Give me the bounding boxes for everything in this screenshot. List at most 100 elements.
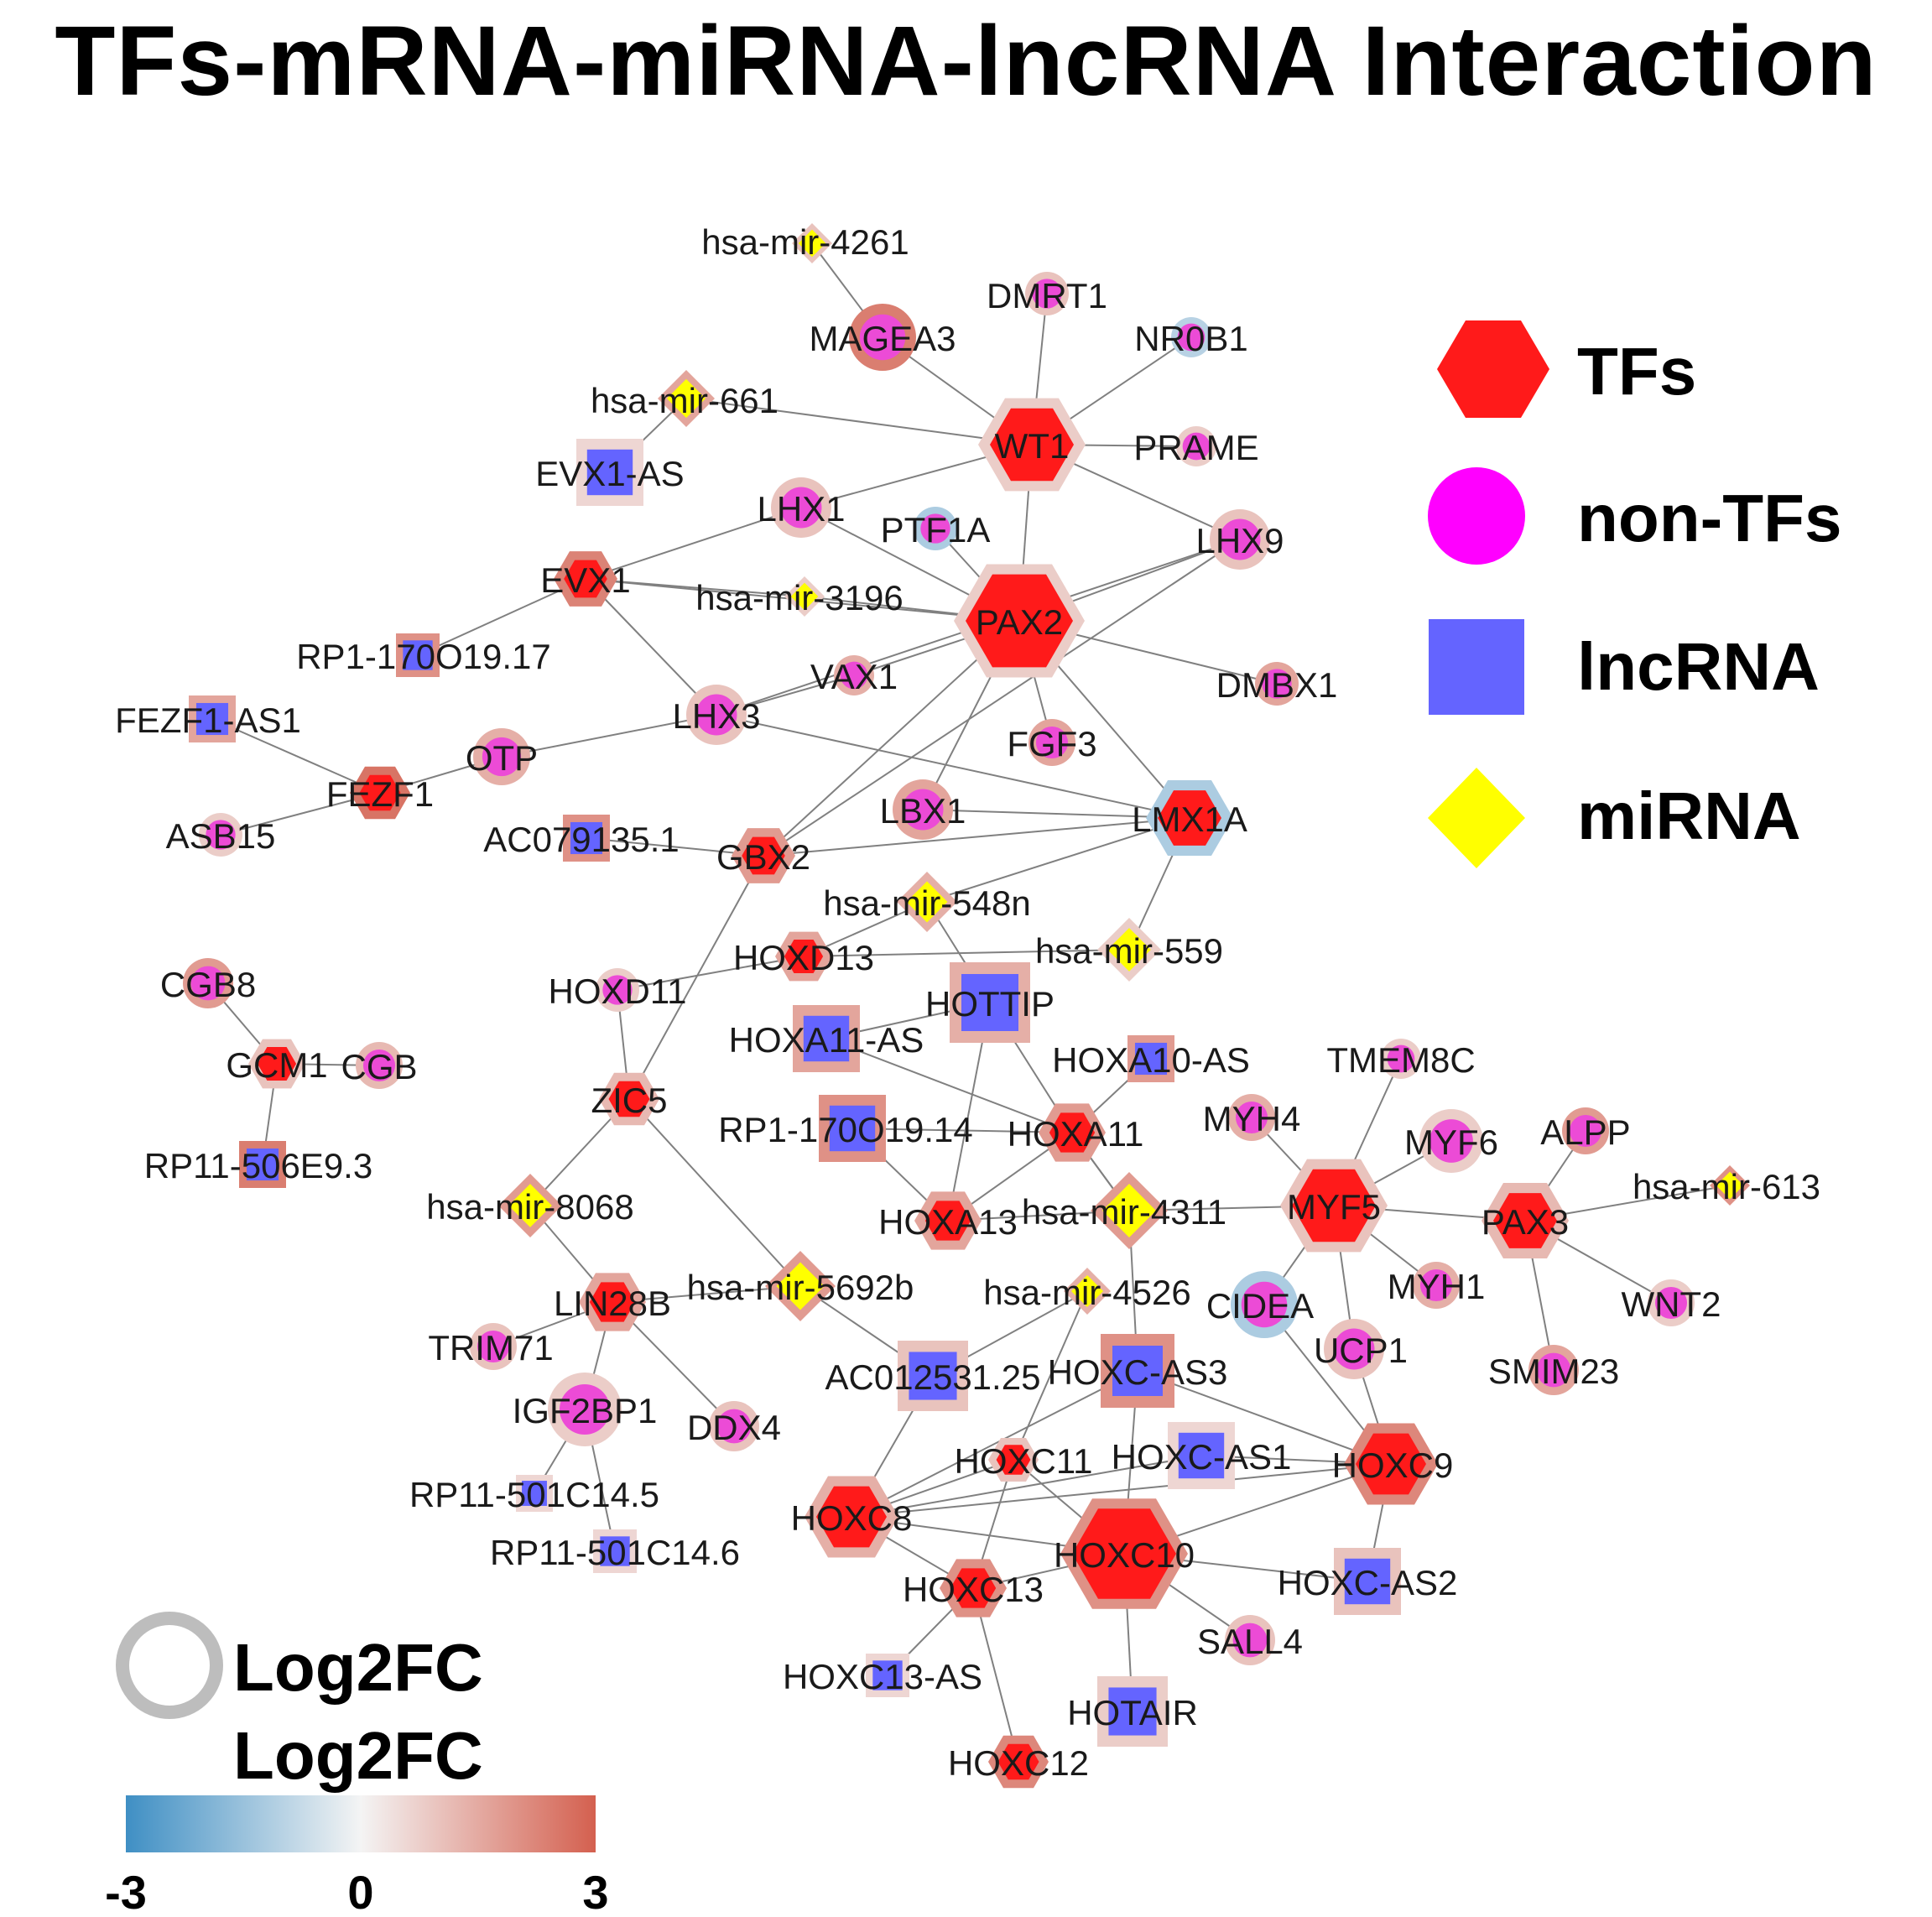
node-label-tmem8c: TMEM8C	[1326, 1040, 1475, 1080]
node-lmx1a: LMX1A	[1132, 780, 1247, 856]
edge-lhx3-lmx1a	[716, 714, 1190, 819]
node-fill-myf5	[1292, 1169, 1376, 1242]
node-prame: PRAME	[1133, 426, 1259, 467]
node-label-rp11-506e9-3: RP11-506E9.3	[144, 1146, 372, 1185]
legend-tf-label: TFs	[1577, 334, 1696, 409]
node-label-lbx1: LBX1	[880, 791, 966, 831]
edge-hoxd13-hsa-mir-559	[803, 949, 1130, 957]
node-label-lhx1: LHX1	[757, 489, 845, 529]
node-hoxc13-as: HOXC13-AS	[783, 1654, 982, 1697]
node-fill-hoxc-as1	[1178, 1432, 1225, 1479]
node-fill-alpp	[1569, 1114, 1602, 1148]
legend-tf-hexagon	[1437, 320, 1549, 418]
node-pax2: PAX2	[954, 564, 1085, 678]
node-wt1: WT1	[978, 398, 1086, 492]
node-hoxc13: HOXC13	[903, 1559, 1044, 1617]
node-fill-rp11-506e9-3	[246, 1148, 279, 1181]
node-label-rp11-501c14-6: RP11-501C14.6	[490, 1533, 740, 1572]
node-fill-hoxa11	[1049, 1112, 1096, 1153]
node-fill-cgb	[362, 1049, 396, 1082]
node-fill-myh1	[1419, 1268, 1453, 1302]
node-myh4: MYH4	[1203, 1094, 1300, 1141]
node-fill-hsa-mir-4261	[798, 229, 826, 258]
node-label-trim71: TRIM71	[428, 1328, 553, 1367]
node-fill-asb15	[206, 820, 236, 850]
node-label-magea3: MAGEA3	[809, 319, 956, 358]
node-rp11-501c14-6: RP11-501C14.6	[490, 1529, 740, 1573]
node-label-hsa-mir-8068: hsa-mir-8068	[426, 1187, 633, 1227]
border-ring-icon	[116, 1612, 223, 1719]
node-label-hsa-mir-4311: hsa-mir-4311	[1022, 1192, 1226, 1232]
node-label-evx1: EVX1	[540, 560, 630, 600]
node-label-hottip: HOTTIP	[925, 984, 1055, 1024]
node-sall4: SALL4	[1197, 1615, 1303, 1665]
node-fill-wt1	[990, 408, 1074, 482]
node-fill-hoxc10	[1072, 1508, 1176, 1599]
node-fill-otp	[482, 737, 522, 777]
node-label-ucp1: UCP1	[1314, 1331, 1408, 1370]
node-fill-fezf1	[359, 774, 401, 811]
edge-zic5-hsa-mir-5692b	[628, 1098, 801, 1287]
node-fill-hsa-mir-613	[1716, 1171, 1744, 1200]
node-hoxa11-as: HOXA11-AS	[729, 1005, 924, 1072]
node-hoxc10: HOXC10	[1054, 1498, 1195, 1609]
node-fill-hoxa11-as	[803, 1015, 850, 1062]
node-gcm1: GCM1	[226, 1039, 328, 1089]
node-rp1-170o19-17: RP1-170O19.17	[296, 633, 551, 677]
node-fill-evx1-as	[586, 449, 633, 496]
node-label-gbx2: GBX2	[716, 837, 810, 877]
node-fill-hottip	[961, 974, 1018, 1031]
node-hoxa13: HOXA13	[878, 1191, 1018, 1250]
node-label-hsa-mir-4526: hsa-mir-4526	[983, 1273, 1190, 1312]
node-lbx1: LBX1	[880, 779, 966, 840]
node-label-hoxc9: HOXC9	[1332, 1446, 1454, 1485]
node-label-lhx3: LHX3	[672, 696, 760, 736]
edge-hoxc-as3-hoxc9	[1137, 1370, 1392, 1465]
node-label-hoxc-as3: HOXC-AS3	[1048, 1352, 1228, 1392]
edge-hoxa11-as-hoxa11	[825, 1038, 1073, 1133]
edge-fezf1-asb15	[220, 792, 381, 836]
node-hsa-mir-559: hsa-mir-559	[1035, 918, 1223, 982]
node-fill-lbx1	[902, 789, 944, 831]
node-fill-rp1-170o19-14	[829, 1105, 876, 1152]
node-fill-hoxd13	[784, 940, 824, 973]
node-fill-dmrt1	[1032, 279, 1062, 309]
edge-evx1-rp1-170o19-17	[417, 578, 586, 656]
node-label-zic5: ZIC5	[591, 1081, 667, 1120]
node-vax1: VAX1	[810, 655, 898, 696]
node-fill-gcm1	[257, 1047, 297, 1081]
node-fill-fezf1-as1	[195, 702, 229, 736]
legend-mirna-label: miRNA	[1577, 779, 1801, 853]
node-label-hoxc12: HOXC12	[948, 1743, 1089, 1783]
node-evx1-as: EVX1-AS	[535, 439, 685, 506]
node-label-hoxc13: HOXC13	[903, 1570, 1044, 1609]
node-fill-cgb8	[190, 966, 226, 1001]
node-label-igf2bp1: IGF2BP1	[513, 1391, 658, 1430]
node-label-dmbx1: DMBX1	[1216, 665, 1338, 705]
edge-fezf1-fezf1-as1	[211, 718, 381, 794]
node-hoxd11: HOXD11	[549, 968, 686, 1012]
node-myh1: MYH1	[1388, 1262, 1485, 1309]
node-label-hsa-mir-613: hsa-mir-613	[1633, 1167, 1820, 1206]
node-hsa-mir-5692b: hsa-mir-5692b	[687, 1251, 914, 1321]
node-label-otp: OTP	[466, 738, 538, 778]
node-gbx2: GBX2	[716, 828, 810, 883]
legend-nontf-circle	[1428, 467, 1525, 565]
node-fill-trim71	[476, 1330, 510, 1363]
node-label-hoxa13: HOXA13	[878, 1202, 1018, 1242]
node-fill-hoxc12	[997, 1743, 1039, 1780]
node-label-rp1-170o19-14: RP1-170O19.14	[718, 1110, 973, 1149]
scale-max-label: 3	[582, 1866, 608, 1917]
node-hoxc11: HOXC11	[955, 1438, 1092, 1482]
node-fill-hsa-mir-548n	[906, 881, 948, 923]
node-myf5: MYF5	[1280, 1159, 1388, 1253]
node-label-hoxa11-as: HOXA11-AS	[729, 1020, 924, 1060]
node-label-pax2: PAX2	[976, 602, 1063, 642]
node-fill-ac012531-25	[909, 1352, 957, 1400]
node-igf2bp1: IGF2BP1	[513, 1373, 658, 1446]
node-label-alpp: ALPP	[1540, 1112, 1630, 1152]
node-fill-hsa-mir-8068	[508, 1184, 552, 1227]
edge-gbx2-zic5	[628, 855, 764, 1100]
node-fill-pax2	[966, 574, 1073, 668]
